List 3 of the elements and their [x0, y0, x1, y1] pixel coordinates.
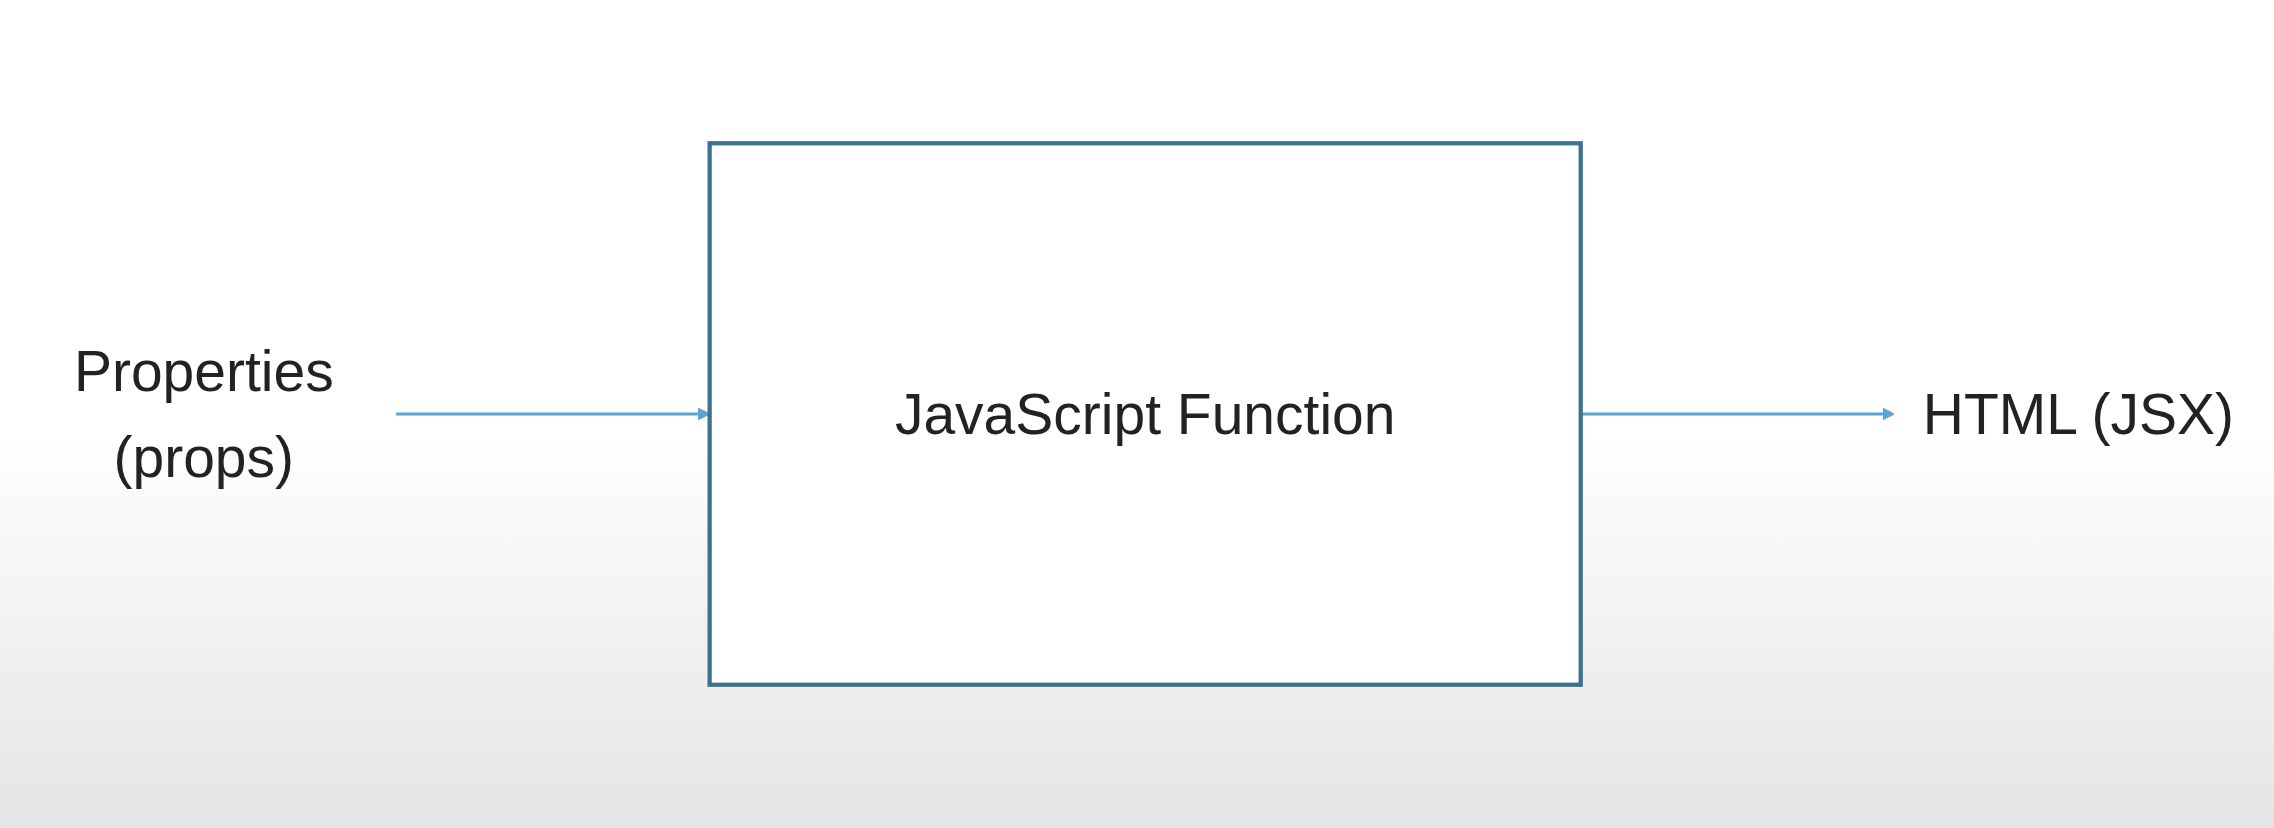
node-text: HTML (JSX) — [1922, 382, 2235, 446]
node-text: Properties (props) — [73, 339, 334, 489]
node-box: JavaScript Function — [707, 141, 1583, 687]
